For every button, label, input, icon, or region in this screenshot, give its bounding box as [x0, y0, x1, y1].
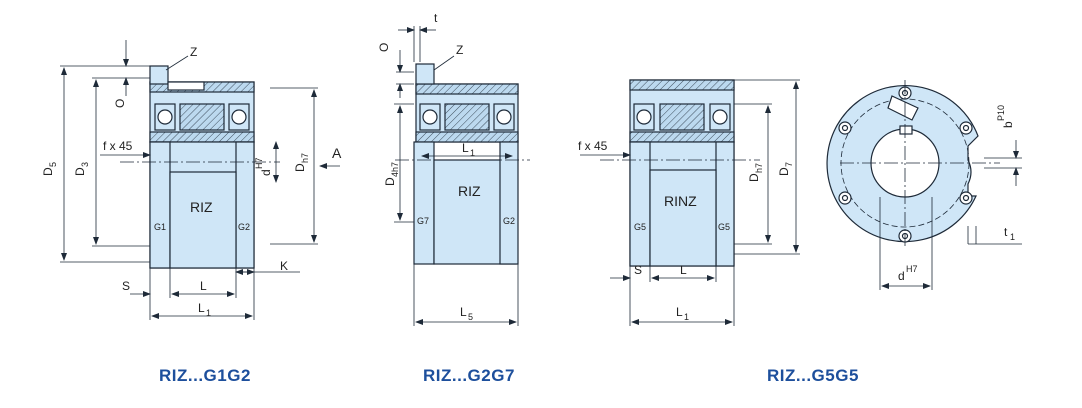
s-label-v1: S	[122, 279, 130, 293]
svg-text:7: 7	[784, 162, 794, 167]
svg-text:L: L	[462, 141, 469, 155]
dims-v2	[394, 26, 519, 326]
fx45-label-v3: f x 45	[578, 139, 608, 153]
svg-text:D: D	[293, 163, 307, 172]
body-label-v1: RIZ	[190, 199, 213, 215]
k-label-v1: K	[280, 259, 288, 273]
fx45-label-v1: f x 45	[103, 139, 133, 153]
bearings-v1	[154, 103, 250, 131]
svg-text:D: D	[73, 167, 87, 176]
l1-label-v1: L 1	[198, 301, 211, 318]
caption-riz-g5g5: RIZ...G5G5	[767, 366, 859, 385]
body-label-v2: RIZ	[458, 183, 481, 199]
svg-text:d: d	[898, 269, 905, 283]
svg-text:D: D	[383, 177, 397, 186]
svg-text:h7: h7	[754, 163, 764, 173]
svg-text:3: 3	[80, 162, 90, 167]
view-end	[826, 80, 1000, 246]
d3-label-v1: D 3	[73, 162, 90, 176]
caption-riz-g2g7: RIZ...G2G7	[423, 366, 515, 385]
dh7-label-v3: D h7	[747, 163, 764, 182]
svg-text:D: D	[777, 167, 791, 176]
svg-text:1: 1	[470, 148, 475, 158]
l-label-v3: L	[680, 263, 687, 277]
svg-text:h7: h7	[300, 153, 310, 163]
l1-label-v3: L 1	[676, 305, 689, 322]
tag-left-v2: G7	[417, 216, 429, 226]
dims-v4	[879, 140, 1022, 290]
a-label-v1: A	[332, 145, 342, 161]
svg-text:P10: P10	[996, 105, 1006, 121]
s-label-v3: S	[634, 263, 642, 277]
svg-text:d: d	[259, 169, 273, 176]
d4-label-v2: D 4h7	[383, 162, 400, 186]
svg-text:1: 1	[684, 312, 689, 322]
b-p10-label-v4: b P10	[996, 105, 1015, 128]
svg-text:L: L	[460, 305, 467, 319]
t1-label-v4: t 1	[1004, 225, 1015, 242]
o-label-v2: O	[377, 43, 391, 52]
view-riz-g5g5	[600, 79, 760, 267]
svg-text:H7: H7	[254, 157, 264, 169]
dh7-label-v1: D h7	[293, 153, 310, 172]
svg-text:L: L	[676, 305, 683, 319]
svg-text:1: 1	[1010, 232, 1015, 242]
l-label-v1: L	[200, 279, 207, 293]
view-riz-g1g2	[120, 65, 280, 269]
bearings-v2	[419, 103, 515, 131]
tag-left-v3: G5	[634, 222, 646, 232]
svg-text:b: b	[1001, 121, 1015, 128]
svg-text:5: 5	[468, 312, 473, 322]
caption-riz-g1g2: RIZ...G1G2	[159, 366, 251, 385]
view-riz-g2g7	[395, 63, 530, 265]
l1-label-v2: L 1	[462, 141, 475, 158]
bearings-v3	[633, 103, 731, 131]
svg-text:4h7: 4h7	[390, 162, 400, 177]
tag-right-v2: G2	[503, 216, 515, 226]
svg-text:t: t	[1004, 225, 1008, 239]
z-label-v2: Z	[456, 43, 463, 57]
dims-v3	[580, 79, 800, 326]
body-label-v3: RINZ	[664, 193, 697, 209]
tag-right-v1: G2	[238, 222, 250, 232]
d-h7-label-v4: d H7	[898, 264, 918, 283]
svg-text:H7: H7	[906, 264, 918, 274]
o-label-v1: O	[113, 99, 127, 108]
dims-v1	[60, 40, 340, 320]
l5-label-v2: L 5	[460, 305, 473, 322]
svg-text:1: 1	[206, 308, 211, 318]
z-label-v1: Z	[190, 45, 197, 59]
tag-left-v1: G1	[154, 222, 166, 232]
tag-right-v3: G5	[718, 222, 730, 232]
svg-text:D: D	[41, 167, 55, 176]
d5-label-v1: D 5	[41, 162, 58, 176]
svg-text:D: D	[747, 173, 761, 182]
d-h7-label-v1: d H7	[254, 157, 273, 176]
d7-label-v3: D 7	[777, 162, 794, 176]
svg-text:L: L	[198, 301, 205, 315]
svg-text:5: 5	[48, 162, 58, 167]
t-label-v2: t	[434, 11, 438, 25]
